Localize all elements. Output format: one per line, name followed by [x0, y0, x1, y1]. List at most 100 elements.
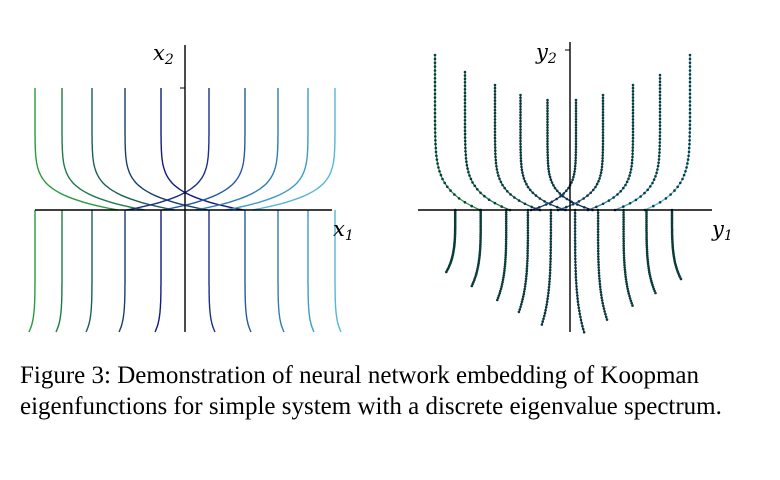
right-curve-marker	[601, 128, 605, 131]
right-curve-marker	[596, 236, 600, 239]
right-curve-marker	[685, 166, 688, 169]
right-curve-marker	[658, 127, 662, 131]
right-curve-marker	[574, 137, 578, 140]
right-curve-marker	[574, 140, 578, 143]
right-curve-marker	[601, 105, 605, 108]
right-curve-marker	[670, 212, 674, 215]
right-curve-marker	[501, 183, 504, 187]
left-curves	[28, 88, 342, 333]
right-curve-marker	[631, 111, 635, 115]
right-curve-marker	[574, 131, 578, 135]
right-curve-marker	[465, 160, 468, 163]
right-curve-marker	[658, 94, 662, 97]
right-curve-marker	[519, 136, 522, 140]
right-curve-marker	[549, 254, 552, 258]
right-curve-marker	[433, 108, 437, 111]
right-curve-marker	[528, 188, 532, 192]
right-curve-marker	[433, 115, 437, 119]
figure-caption: Figure 3: Demonstration of neural networ…	[20, 360, 765, 422]
right-curve-marker	[478, 254, 481, 257]
right-curve-marker	[574, 279, 578, 282]
right-curve-marker	[549, 237, 553, 240]
right-curve-marker	[550, 200, 554, 204]
right-curve-marker	[622, 235, 625, 238]
right-curve-marker	[601, 151, 605, 154]
right-curve-marker	[558, 192, 562, 195]
right-curve-marker	[463, 81, 467, 84]
right-curve-marker	[438, 170, 441, 173]
right-curve-marker	[513, 196, 516, 199]
right-curve-marker	[601, 202, 605, 206]
right-curve-marker	[487, 198, 491, 201]
right-curve-marker	[603, 310, 606, 313]
right-curve-marker	[648, 271, 651, 274]
right-curve-marker	[612, 196, 615, 199]
right-curve-marker	[658, 124, 662, 127]
right-curve-marker	[433, 65, 437, 68]
right-curve-marker	[574, 115, 578, 118]
right-curve-marker	[596, 233, 600, 236]
right-curve-marker	[627, 292, 631, 295]
right-curve-marker	[479, 212, 483, 216]
right-curve-marker	[463, 119, 467, 122]
right-curve-marker	[573, 245, 577, 248]
right-curve-marker	[601, 108, 605, 111]
right-curve-marker	[443, 181, 447, 185]
right-curve-marker	[601, 136, 605, 140]
right-curve-marker	[519, 142, 522, 146]
right-curve-upper	[530, 100, 577, 211]
right-curve-marker	[631, 96, 635, 99]
right-curve-marker	[653, 289, 656, 293]
right-curve-marker	[631, 118, 635, 121]
right-curve-marker	[519, 134, 522, 137]
left-y-axis-label: x2	[153, 41, 174, 68]
right-curve-marker	[433, 69, 437, 72]
right-curve-marker	[479, 241, 482, 244]
right-curve-marker	[589, 191, 592, 195]
right-curve-marker	[658, 104, 662, 107]
right-curve-marker	[523, 180, 527, 183]
right-curve-marker	[631, 304, 634, 307]
right-curve-marker	[503, 186, 507, 190]
right-curve-marker	[670, 219, 674, 222]
right-curve-marker	[495, 168, 499, 171]
right-curve-marker	[652, 287, 656, 291]
right-curve-marker	[658, 148, 661, 151]
right-curve-marker	[548, 274, 552, 278]
right-curve-marker	[645, 219, 648, 222]
right-curve-marker	[503, 267, 506, 270]
right-curve-marker	[597, 263, 600, 267]
right-curve-marker	[565, 189, 568, 193]
right-curve-marker	[631, 121, 635, 124]
right-curve-marker	[574, 263, 577, 267]
right-curve-marker	[622, 237, 625, 240]
right-curve-marker	[631, 93, 635, 96]
right-curve-upper	[494, 85, 541, 211]
right-curve-marker	[631, 152, 634, 156]
left-curve-lower	[85, 210, 93, 333]
right-curve-marker	[688, 96, 692, 99]
right-curve-marker	[631, 143, 635, 146]
left-curve-lower	[334, 210, 342, 333]
right-curve-marker	[498, 292, 502, 295]
right-curve-marker	[504, 247, 508, 250]
right-curve-marker	[688, 123, 692, 127]
right-curve-marker	[546, 131, 549, 135]
right-curve-marker	[571, 178, 574, 182]
right-curve-marker	[604, 312, 607, 316]
right-curve-marker	[549, 257, 552, 261]
right-curve-marker	[521, 295, 525, 298]
right-curve-marker	[639, 195, 642, 198]
right-curve-marker	[445, 270, 448, 274]
right-curve-marker	[470, 284, 474, 288]
right-curve-marker	[546, 153, 549, 157]
right-curve-marker	[464, 157, 468, 160]
right-curve-marker	[571, 203, 575, 206]
right-curve-marker	[646, 254, 649, 257]
right-curve-marker	[546, 104, 549, 107]
right-curve-marker	[435, 158, 439, 161]
right-curve-marker	[601, 301, 604, 305]
right-curve-marker	[526, 254, 529, 258]
right-curve-marker	[622, 227, 625, 231]
right-curve-marker	[546, 134, 549, 138]
